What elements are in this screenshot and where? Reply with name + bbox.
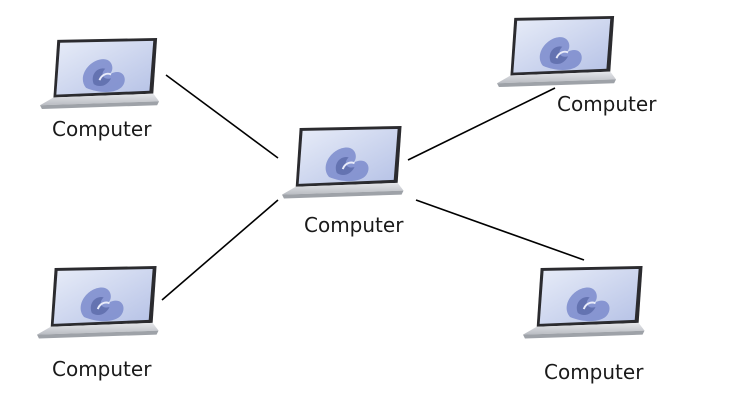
connection-line-center-bottom-left xyxy=(161,199,279,301)
computer-label-center: Computer xyxy=(304,213,404,237)
laptop-icon xyxy=(39,37,161,111)
computer-label-top-right: Computer xyxy=(557,92,657,116)
laptop-icon xyxy=(522,265,646,340)
laptop-icon xyxy=(281,125,405,200)
computer-label-bottom-right: Computer xyxy=(544,360,644,384)
connection-line-center-top-right xyxy=(407,87,556,161)
computer-label-bottom-left: Computer xyxy=(52,357,152,381)
laptop-icon xyxy=(36,265,160,340)
computer-label-top-left: Computer xyxy=(52,117,152,141)
laptop-icon xyxy=(496,15,617,89)
connection-line-center-bottom-right xyxy=(415,199,585,261)
connection-line-center-top-left xyxy=(165,74,279,159)
